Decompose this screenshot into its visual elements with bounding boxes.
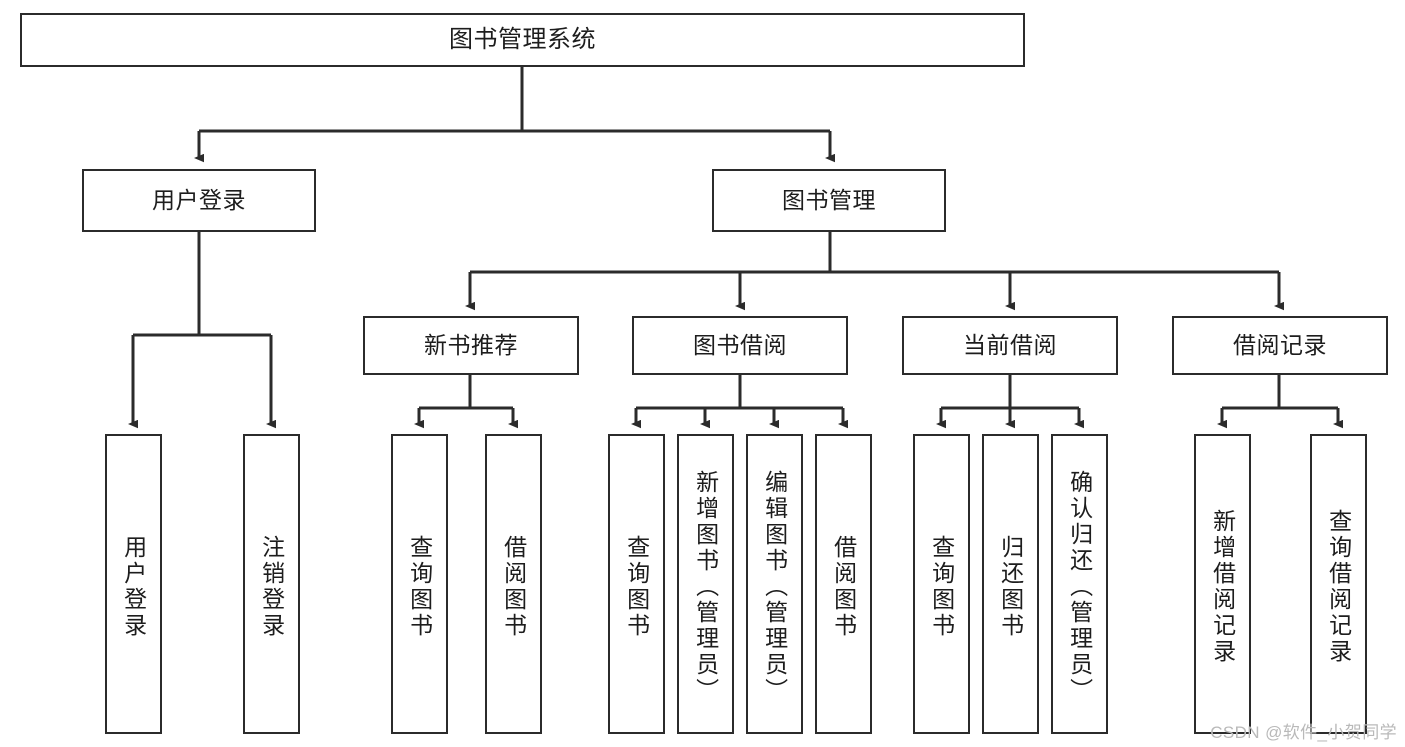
node-borrow-record[interactable]: 借阅记录 — [1172, 316, 1388, 375]
leaf-user-login[interactable]: 用户登录 — [105, 434, 162, 734]
node-new-book-recommend[interactable]: 新书推荐 — [363, 316, 579, 375]
node-user-login[interactable]: 用户登录 — [82, 169, 316, 232]
leaf-edit-book-admin[interactable]: 编辑图书（管理员） — [746, 434, 803, 734]
node-label: 注销登录 — [258, 535, 285, 639]
leaf-return-book[interactable]: 归还图书 — [982, 434, 1039, 734]
leaf-query-borrow-record[interactable]: 查询借阅记录 — [1310, 434, 1367, 734]
node-label: 查询图书 — [406, 535, 433, 639]
node-book-borrow[interactable]: 图书借阅 — [632, 316, 848, 375]
node-label: 用户登录 — [152, 186, 246, 213]
node-label: 新书推荐 — [424, 331, 518, 358]
leaf-borrow-book-recommend[interactable]: 借阅图书 — [485, 434, 542, 734]
leaf-add-borrow-record[interactable]: 新增借阅记录 — [1194, 434, 1251, 734]
node-book-management[interactable]: 图书管理 — [712, 169, 946, 232]
leaf-query-book-current[interactable]: 查询图书 — [913, 434, 970, 734]
node-label: 确认归还（管理员） — [1066, 470, 1093, 704]
leaf-borrow-book[interactable]: 借阅图书 — [815, 434, 872, 734]
leaf-query-book-borrow[interactable]: 查询图书 — [608, 434, 665, 734]
node-label: 借阅图书 — [830, 535, 857, 639]
node-label: 图书管理 — [782, 186, 876, 213]
node-label: 编辑图书（管理员） — [761, 470, 788, 704]
node-label: 归还图书 — [997, 535, 1024, 639]
leaf-confirm-return-admin[interactable]: 确认归还（管理员） — [1051, 434, 1108, 734]
node-label: 查询图书 — [623, 535, 650, 639]
leaf-query-book-recommend[interactable]: 查询图书 — [391, 434, 448, 734]
node-label: 借阅图书 — [500, 535, 527, 639]
node-label: 查询图书 — [928, 535, 955, 639]
node-label: 用户登录 — [120, 535, 147, 639]
node-label: 新增借阅记录 — [1209, 509, 1236, 665]
node-label: 当前借阅 — [963, 331, 1057, 358]
node-current-borrow[interactable]: 当前借阅 — [902, 316, 1118, 375]
node-label: 查询借阅记录 — [1325, 509, 1352, 665]
node-label: 图书管理系统 — [449, 25, 596, 53]
node-label: 借阅记录 — [1233, 331, 1327, 358]
leaf-add-book-admin[interactable]: 新增图书（管理员） — [677, 434, 734, 734]
leaf-logout[interactable]: 注销登录 — [243, 434, 300, 734]
node-book-management-system[interactable]: 图书管理系统 — [20, 13, 1025, 67]
node-label: 新增图书（管理员） — [692, 470, 719, 704]
csdn-watermark: CSDN @软件_小贺同学 — [1210, 723, 1397, 742]
node-label: 图书借阅 — [693, 331, 787, 358]
